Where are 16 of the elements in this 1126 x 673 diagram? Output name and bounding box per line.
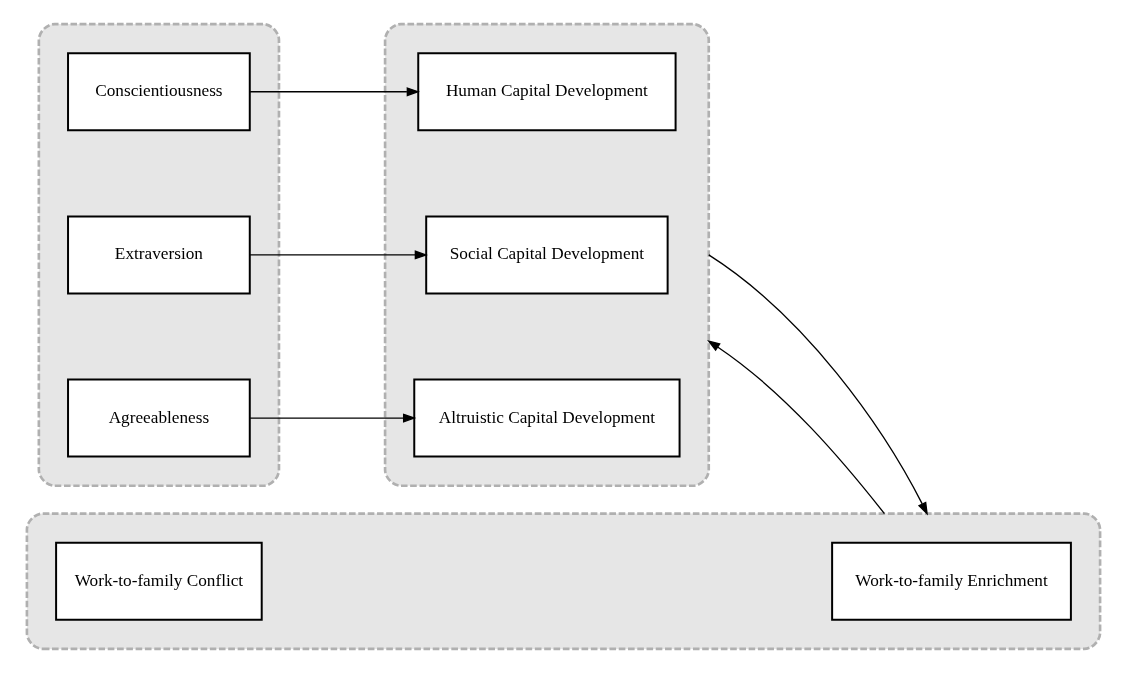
- arrow: [248, 413, 416, 423]
- node-box: Work-to-family Conflict: [54, 541, 263, 621]
- node-box: Human Capital Development: [416, 52, 677, 132]
- node-box: Altruistic Capital Development: [412, 378, 681, 458]
- arrow: [248, 250, 428, 260]
- cluster: [383, 22, 710, 488]
- cluster: [25, 512, 1101, 651]
- node-box: Work-to-family Enrichment: [830, 541, 1072, 621]
- arrow: [248, 87, 420, 97]
- node-box: Conscientiousness: [66, 52, 251, 132]
- node-box: Social Capital Development: [424, 215, 669, 295]
- node-box: Extraversion: [66, 215, 251, 295]
- arrow: [707, 254, 928, 516]
- node-box: Agreeableness: [66, 378, 251, 458]
- arrow: [706, 340, 885, 515]
- cluster: [37, 22, 280, 488]
